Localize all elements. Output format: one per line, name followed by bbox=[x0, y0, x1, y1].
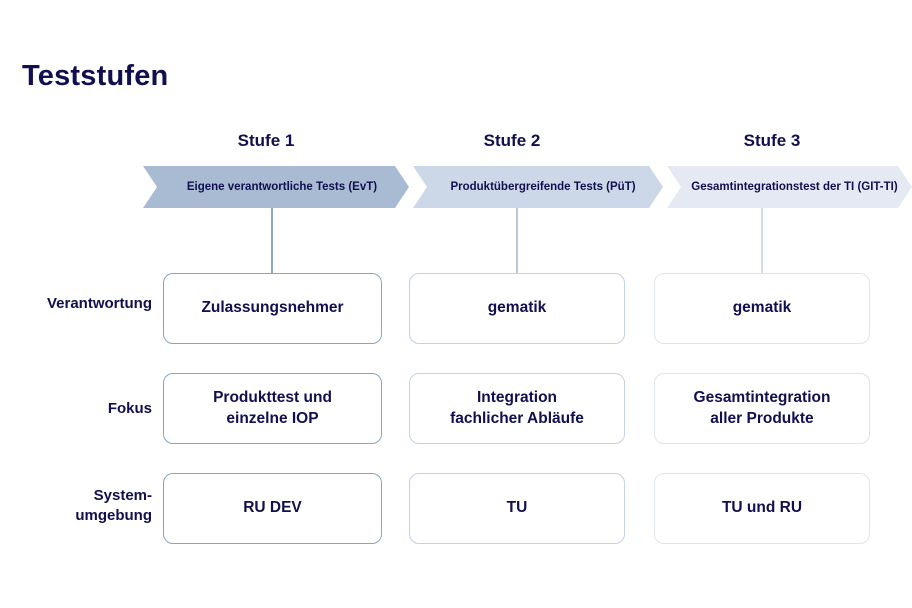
chevron-stage-1: Eigene verantwortliche Tests (EvT) bbox=[143, 166, 409, 208]
card-text: gematik bbox=[487, 299, 547, 317]
chevron-stage-2-label: Produktübergreifende Tests (PüT) bbox=[450, 181, 636, 193]
row-label-verantwortung: Verantwortung bbox=[46, 295, 152, 312]
card-text: gematik bbox=[732, 299, 792, 317]
stage-chevron-band: Eigene verantwortliche Tests (EvT) Produ… bbox=[143, 166, 912, 208]
card-systemumgebung-stage-2: TU bbox=[409, 473, 625, 544]
card-text: TU und RU bbox=[721, 499, 803, 517]
card-verantwortung-stage-3: gematik bbox=[654, 273, 870, 344]
card-verantwortung-stage-2: gematik bbox=[409, 273, 625, 344]
connector-line-stage-3 bbox=[761, 208, 763, 273]
chevron-stage-1-label: Eigene verantwortliche Tests (EvT) bbox=[186, 181, 378, 193]
stage-header-1: Stufe 1 bbox=[237, 131, 295, 150]
connector-line-stage-1 bbox=[271, 208, 273, 273]
card-text: Produkttest und einzelne IOP bbox=[213, 388, 332, 427]
card-text: Zulassungsnehmer bbox=[201, 299, 344, 317]
grid-row-systemumgebung: RU DEV TU TU und RU bbox=[163, 473, 870, 544]
page-title: Teststufen bbox=[22, 60, 169, 92]
card-text: Integration fachlicher Abläufe bbox=[450, 388, 584, 427]
grid-row-fokus: Produkttest und einzelne IOP Integration… bbox=[163, 373, 870, 444]
card-text: Gesamtintegration aller Produkte bbox=[693, 388, 831, 427]
chevron-stage-3-label: Gesamtintegrationstest der TI (GIT-TI) bbox=[691, 181, 898, 193]
card-text: TU bbox=[506, 499, 528, 517]
card-grid: Zulassungsnehmer gematik gematik Produkt… bbox=[163, 273, 870, 544]
card-systemumgebung-stage-1: RU DEV bbox=[163, 473, 382, 544]
stage-headers: Stufe 1 Stufe 2 Stufe 3 bbox=[160, 131, 900, 151]
connector-line-stage-2 bbox=[516, 208, 518, 273]
card-fokus-stage-1: Produkttest und einzelne IOP bbox=[163, 373, 382, 444]
chevron-stage-3: Gesamtintegrationstest der TI (GIT-TI) bbox=[667, 166, 912, 208]
card-fokus-stage-3: Gesamtintegration aller Produkte bbox=[654, 373, 870, 444]
card-text: RU DEV bbox=[243, 499, 302, 517]
stage-header-3: Stufe 3 bbox=[743, 131, 801, 150]
card-systemumgebung-stage-3: TU und RU bbox=[654, 473, 870, 544]
grid-row-verantwortung: Zulassungsnehmer gematik gematik bbox=[163, 273, 870, 344]
row-label-systemumgebung: System-umgebung bbox=[75, 487, 152, 524]
chevron-stage-2: Produktübergreifende Tests (PüT) bbox=[413, 166, 663, 208]
stage-header-2: Stufe 2 bbox=[483, 131, 541, 150]
card-verantwortung-stage-1: Zulassungsnehmer bbox=[163, 273, 382, 344]
row-label-fokus: Fokus bbox=[107, 400, 152, 417]
card-fokus-stage-2: Integration fachlicher Abläufe bbox=[409, 373, 625, 444]
